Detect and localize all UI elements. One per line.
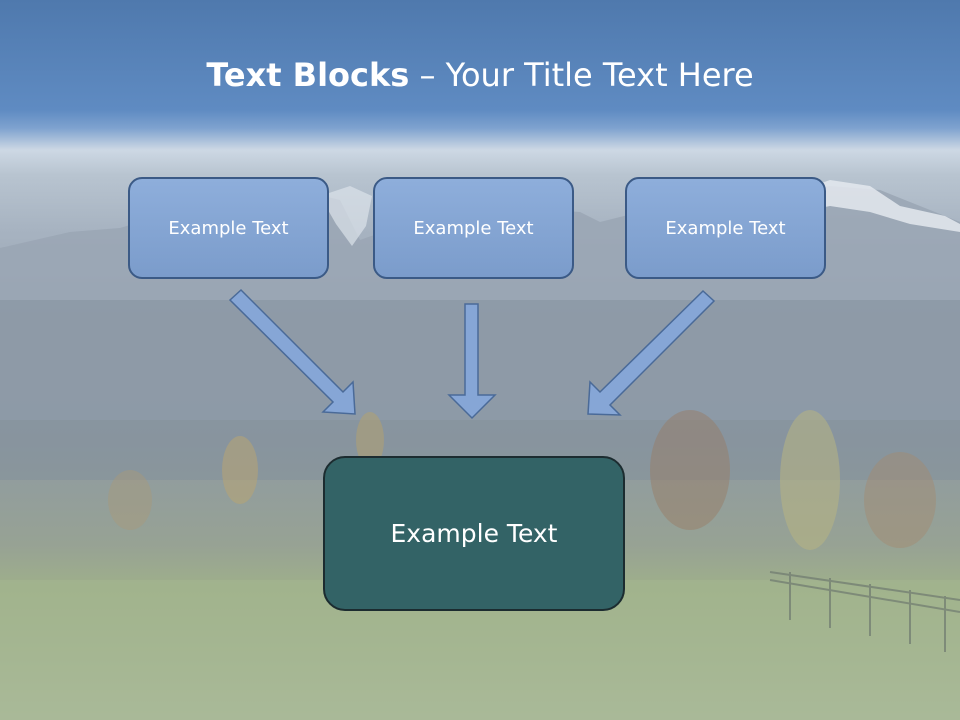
- text-block-label: Example Text: [168, 217, 289, 239]
- text-block-bottom[interactable]: Example Text: [323, 456, 625, 611]
- text-block-top-left[interactable]: Example Text: [128, 177, 329, 279]
- title-bold-part: Text Blocks: [206, 56, 410, 94]
- arrow-down-left[interactable]: [587, 289, 716, 416]
- text-block-label: Example Text: [390, 519, 558, 548]
- title-subtitle-part: – Your Title Text Here: [409, 56, 754, 94]
- fence: [769, 571, 960, 652]
- snow-caps: [320, 186, 372, 246]
- slide-title: Text Blocks – Your Title Text Here: [0, 50, 960, 100]
- text-block-label: Example Text: [413, 217, 534, 239]
- arrow-down-right[interactable]: [228, 288, 356, 415]
- text-block-top-right[interactable]: Example Text: [625, 177, 826, 279]
- text-block-top-center[interactable]: Example Text: [373, 177, 574, 279]
- text-block-label: Example Text: [665, 217, 786, 239]
- arrow-down[interactable]: [447, 303, 497, 420]
- autumn-trees: [108, 410, 936, 550]
